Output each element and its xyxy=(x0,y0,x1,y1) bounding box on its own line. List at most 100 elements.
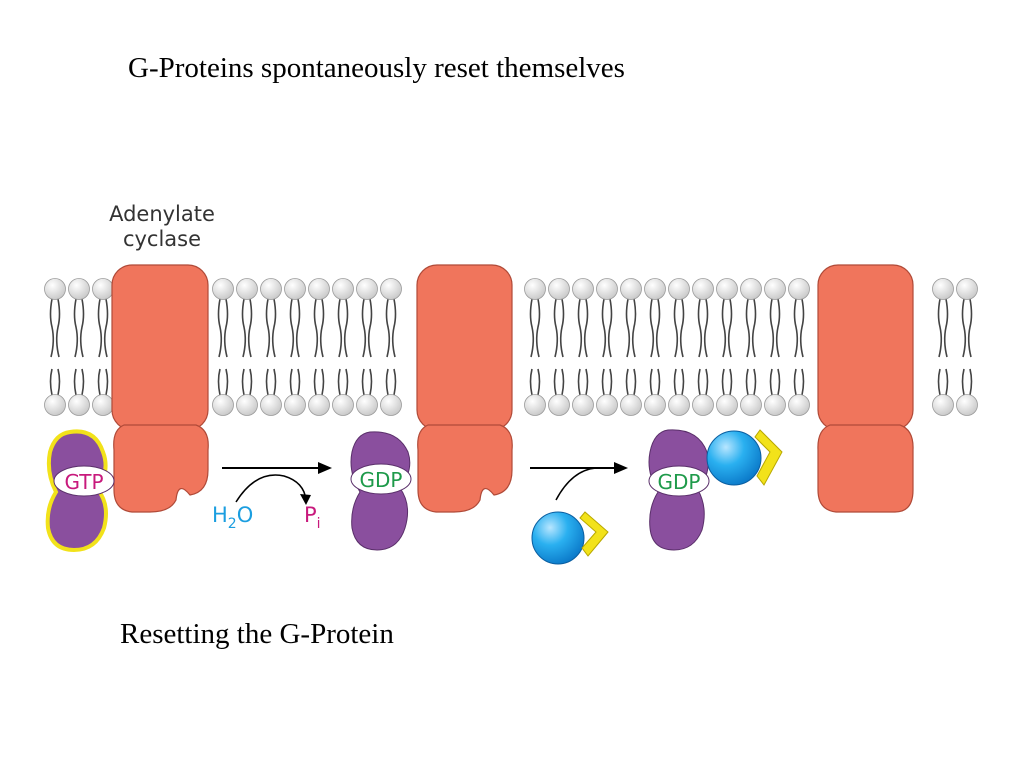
lipid-tail xyxy=(529,368,533,396)
lipid-tail xyxy=(769,368,773,396)
g-protein-active: GTP xyxy=(45,429,115,553)
lipid-head xyxy=(380,394,402,416)
lipid-tail xyxy=(777,368,781,396)
lipid-tail xyxy=(217,368,221,396)
lipid-tail xyxy=(49,368,53,396)
lipid-tail xyxy=(313,368,317,396)
lipid-head xyxy=(740,394,762,416)
lipid-tail xyxy=(385,298,391,358)
lipid-head xyxy=(668,278,690,300)
lipid-tail xyxy=(265,368,269,396)
lipid-tail xyxy=(679,298,685,358)
lipid-tail xyxy=(607,298,613,358)
lipid-tail xyxy=(273,368,277,396)
lipid-tail xyxy=(321,368,325,396)
lipid-tail xyxy=(217,298,223,358)
lipid-tail xyxy=(345,368,349,396)
lipid-head xyxy=(620,394,642,416)
lipid-tail xyxy=(241,368,245,396)
lipid-tail xyxy=(361,368,365,396)
lipid-tail xyxy=(225,368,229,396)
lipid-head xyxy=(44,278,66,300)
lipid-tail xyxy=(553,298,559,358)
lipid-head xyxy=(236,394,258,416)
lipid-tail xyxy=(633,368,637,396)
gtp-label: GTP xyxy=(64,470,103,494)
lipid-head xyxy=(572,394,594,416)
lipid-head xyxy=(524,278,546,300)
lipid-head xyxy=(764,278,786,300)
lipid-tail xyxy=(697,368,701,396)
adenylate-cyclase-2 xyxy=(416,264,513,513)
slide-title: G-Proteins spontaneously reset themselve… xyxy=(128,52,625,84)
lipid-tail xyxy=(297,368,301,396)
lipid-tail xyxy=(943,298,949,358)
lipid-tail xyxy=(769,298,775,358)
lipid-tail xyxy=(319,298,325,358)
lipid-head xyxy=(644,394,666,416)
adenylate-cyclase-label: Adenylate xyxy=(109,202,215,226)
beta-gamma-free xyxy=(531,511,609,565)
lipid-tail xyxy=(391,298,397,358)
lipid-tail xyxy=(625,368,629,396)
lipid-tail xyxy=(967,298,973,358)
lipid-head xyxy=(932,394,954,416)
lipid-tail xyxy=(249,368,253,396)
lipid-tail xyxy=(745,298,751,358)
lipid-tail xyxy=(73,298,79,358)
lipid-tail xyxy=(655,298,661,358)
lipid-tail xyxy=(697,298,703,358)
lipid-head xyxy=(68,278,90,300)
lipid-head xyxy=(308,278,330,300)
lipid-tail xyxy=(609,368,613,396)
lipid-tail xyxy=(553,368,557,396)
lipid-tail xyxy=(529,298,535,358)
lipid-head xyxy=(644,278,666,300)
lipid-tail xyxy=(937,298,943,358)
lipid-head xyxy=(212,278,234,300)
lipid-tail xyxy=(585,368,589,396)
lipid-tail xyxy=(745,368,749,396)
lipid-head xyxy=(548,278,570,300)
lipid-tail xyxy=(561,368,565,396)
lipid-head xyxy=(284,394,306,416)
reaction-arrow-icon xyxy=(222,462,332,505)
lipid-tail xyxy=(649,368,653,396)
lipid-tail xyxy=(73,368,77,396)
lipid-tail xyxy=(721,368,725,396)
lipid-head xyxy=(596,278,618,300)
lipid-head xyxy=(764,394,786,416)
lipid-tail xyxy=(673,368,677,396)
lipid-tail xyxy=(601,368,605,396)
lipid-head xyxy=(308,394,330,416)
lipid-head xyxy=(92,278,114,300)
lipid-head xyxy=(668,394,690,416)
lipid-tail xyxy=(535,298,541,358)
lipid-head xyxy=(716,394,738,416)
lipid-head xyxy=(356,394,378,416)
adenylate-cyclase-label-line2: cyclase xyxy=(123,227,201,251)
reaction-arrow-icon-2 xyxy=(530,462,628,501)
lipid-tail xyxy=(673,298,679,358)
lipid-tail xyxy=(97,298,103,358)
lipid-tail xyxy=(793,368,797,396)
lipid-tail xyxy=(79,298,85,358)
lipid-tail xyxy=(55,298,61,358)
lipid-head xyxy=(212,394,234,416)
lipid-head xyxy=(92,394,114,416)
lipid-tail xyxy=(97,368,101,396)
gdp-label-1: GDP xyxy=(360,468,403,492)
lipid-tail xyxy=(313,298,319,358)
lipid-tail xyxy=(625,298,631,358)
lipid-tail xyxy=(703,298,709,358)
lipid-head xyxy=(356,278,378,300)
lipid-tail xyxy=(601,298,607,358)
lipid-tail xyxy=(793,298,799,358)
lipid-head xyxy=(572,278,594,300)
lipid-tail xyxy=(577,298,583,358)
lipid-tail xyxy=(289,368,293,396)
lipid-tail xyxy=(583,298,589,358)
lipid-tail xyxy=(223,298,229,358)
lipid-tail xyxy=(369,368,373,396)
lipid-head xyxy=(788,394,810,416)
